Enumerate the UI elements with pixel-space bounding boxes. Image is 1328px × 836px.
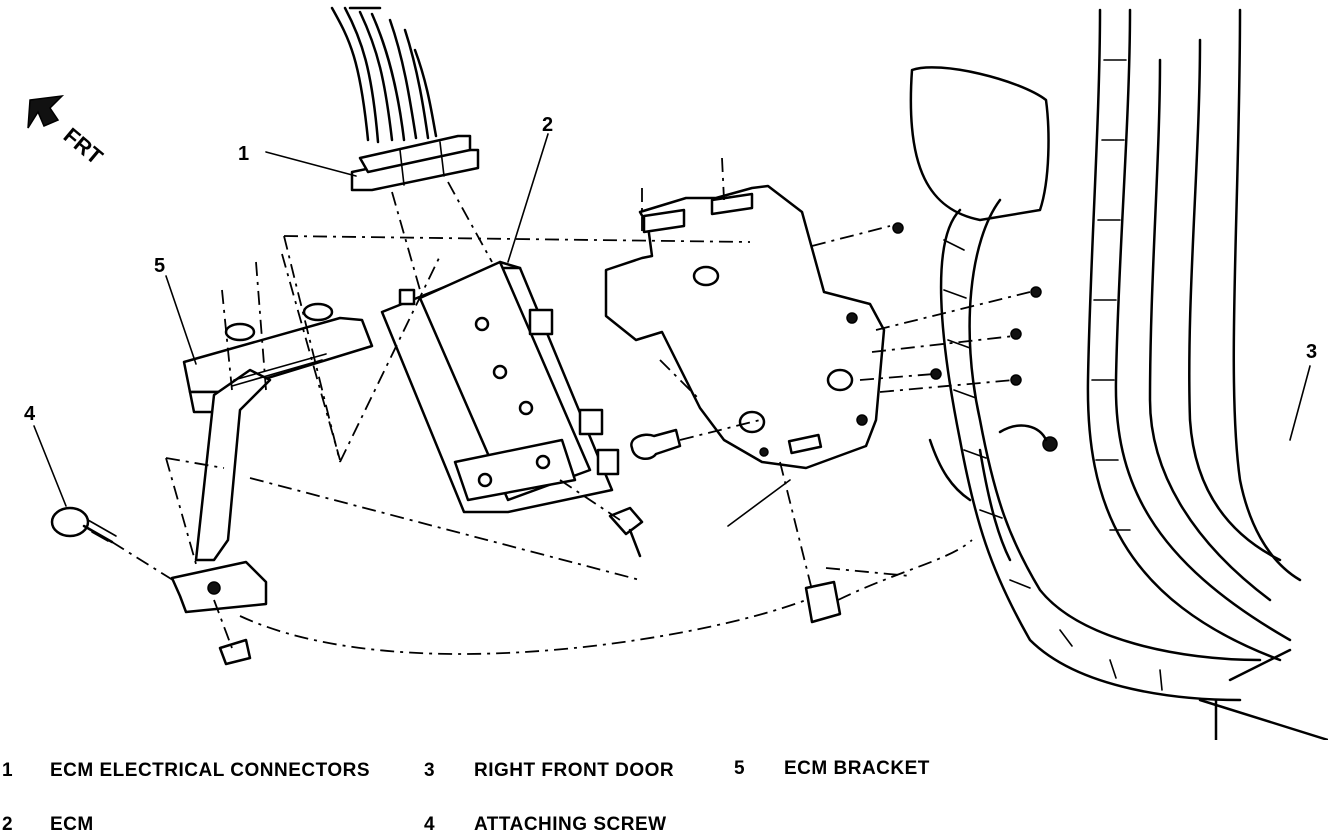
- ecm-electrical-connectors: [350, 134, 480, 192]
- parts-legend: 1 ECM ELECTRICAL CONNECTORS 2 ECM 3 RIGH…: [2, 758, 930, 835]
- front-direction-arrow-icon: [27, 94, 65, 129]
- ecm-bracket: [170, 302, 374, 614]
- callout-2: 2: [542, 114, 553, 136]
- callout-3: 3: [1306, 341, 1317, 363]
- callout-4: 4: [24, 403, 36, 425]
- mounting-plate: [604, 184, 886, 470]
- callout-5: 5: [154, 255, 165, 277]
- attaching-screw: [50, 506, 117, 544]
- wiring-harness: [330, 6, 438, 144]
- ecm-exploded-diagram: FRT: [24, 6, 1328, 740]
- leader-lines: [33, 133, 1311, 527]
- callout-1: 1: [238, 143, 249, 165]
- alignment-lines: [111, 157, 1031, 655]
- ecm-module: [380, 260, 620, 514]
- right-front-door: [909, 8, 1328, 740]
- fasteners: [218, 222, 1058, 666]
- direction-label: FRT: [59, 123, 108, 170]
